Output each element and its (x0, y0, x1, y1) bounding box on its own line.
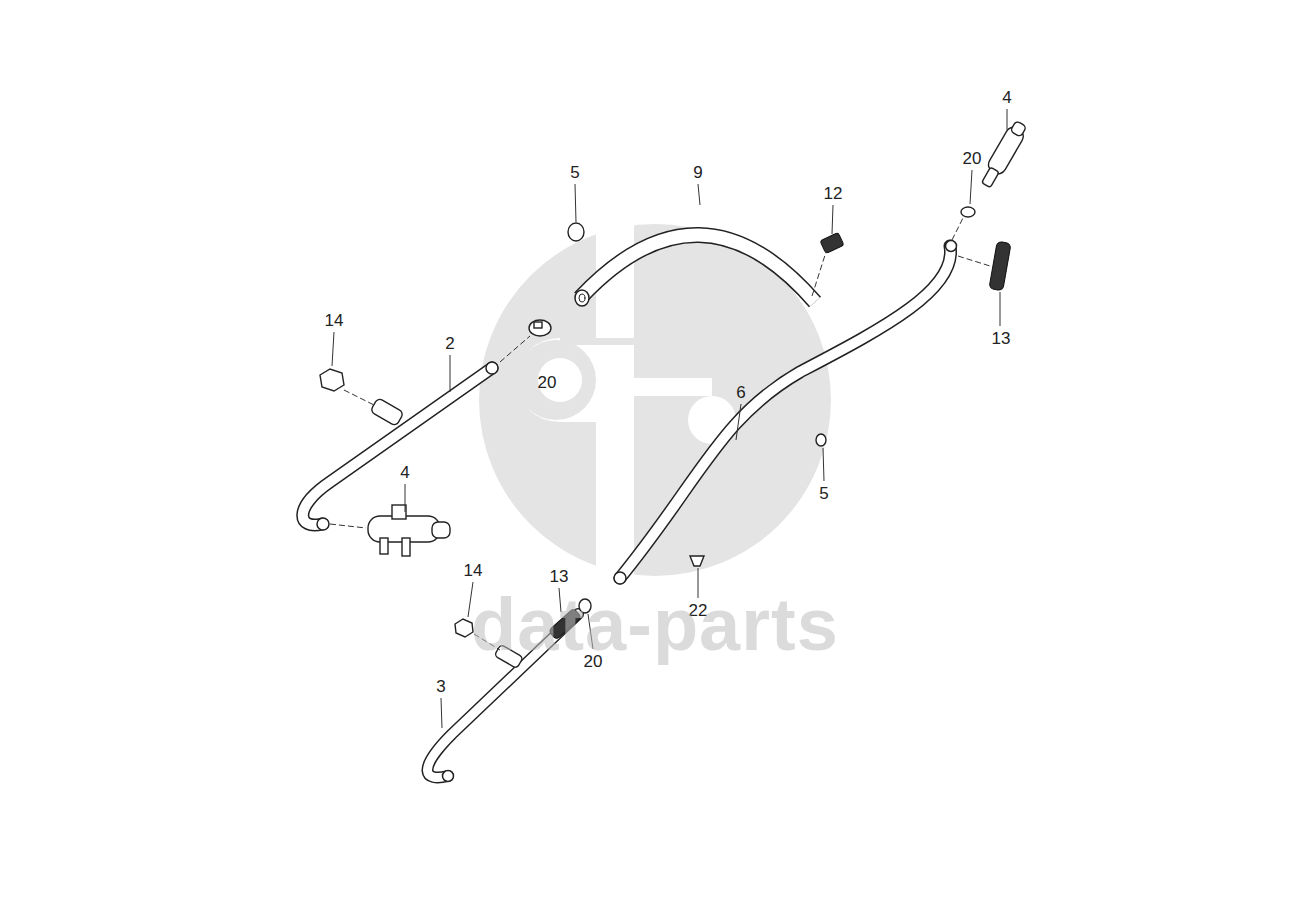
callout-number: 2 (445, 335, 454, 352)
callout-number: 20 (963, 150, 982, 167)
callout-number: 4 (400, 464, 409, 481)
callout-number: 20 (538, 374, 557, 391)
callout-number: 13 (550, 568, 569, 585)
callout-number: 6 (736, 384, 745, 401)
callout-number: 13 (992, 330, 1011, 347)
callout-number: 5 (570, 164, 579, 181)
watermark: data-parts (471, 588, 839, 662)
callout-number: 12 (824, 185, 843, 202)
callout-number: 4 (1002, 89, 1011, 106)
callout-number: 14 (464, 562, 483, 579)
callout-number: 5 (819, 485, 828, 502)
callout-number: 14 (325, 312, 344, 329)
callout-number: 9 (693, 164, 702, 181)
callout-number: 3 (436, 678, 445, 695)
